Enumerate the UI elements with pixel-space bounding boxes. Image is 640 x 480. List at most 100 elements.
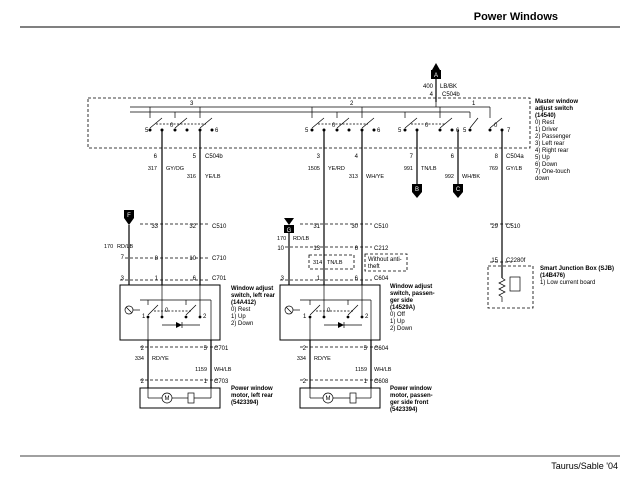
- right-switch-legend-1: 1) Up: [390, 319, 405, 325]
- left-motor-title-1: Power window: [231, 386, 273, 392]
- out4-circuit: 313: [349, 174, 358, 180]
- c701-label-upper: C701: [212, 276, 227, 282]
- out2-connector: C504b: [205, 154, 223, 160]
- option-314-box: [308, 254, 355, 270]
- right-switch-legend-0: 0) Off: [390, 312, 405, 318]
- out5-pin: 7: [410, 154, 414, 160]
- out4-pin: 4: [355, 154, 359, 160]
- left-lower-circuit-b: 1159: [195, 367, 207, 373]
- left-lower-pin-c: 2: [141, 379, 145, 385]
- out7-pin: 8: [495, 154, 499, 160]
- sjb-legend-0: 1) Low current board: [540, 280, 595, 286]
- svg-text:0: 0: [332, 123, 336, 129]
- out5-color: TN/LB: [421, 166, 437, 172]
- right-motor-title-2: motor, passen-: [390, 393, 433, 399]
- svg-text:1: 1: [303, 314, 307, 320]
- svg-text:0: 0: [165, 308, 169, 314]
- right-switch-legend-2: 2) Down: [390, 326, 412, 332]
- master-contact-group-3: 5 0 6 5 7 0: [398, 107, 511, 134]
- left-switch-title-1: Window adjust: [231, 286, 273, 292]
- out7-connector: C504a: [506, 154, 524, 160]
- c510-pin-31: 31: [313, 224, 320, 230]
- right-lower-connector2: C608: [374, 379, 389, 385]
- page-title: Power Windows: [474, 11, 558, 23]
- feed-circuit: 400: [423, 84, 434, 90]
- svg-text:5: 5: [145, 128, 149, 134]
- out3-circuit: 1505: [308, 166, 320, 172]
- right-switch-title-1: Window adjust: [390, 284, 432, 290]
- sjb-pin: 15: [491, 258, 498, 264]
- c710-pin-10: 10: [189, 256, 196, 262]
- c701-pin-1: 1: [155, 276, 159, 282]
- page-ref-g: [284, 225, 294, 233]
- c510-label-right: C510: [506, 224, 521, 230]
- svg-text:6) Down: 6) Down: [535, 162, 557, 168]
- out6-color: WH/BK: [462, 174, 480, 180]
- right-switch-title-2: switch, passen-: [390, 291, 435, 297]
- sjb-part: (14B476): [540, 273, 565, 279]
- out3-pin: 3: [317, 154, 321, 160]
- left-motor-letter: M: [165, 396, 170, 402]
- right-lower-color-a: RD/YE: [314, 356, 331, 362]
- out2-color: YE/LB: [205, 174, 221, 180]
- c510-pin-32: 32: [189, 224, 196, 230]
- feed-pin: 4: [430, 92, 434, 98]
- footer-model: Taurus/Sable '04: [551, 461, 618, 471]
- svg-text:7: 7: [507, 128, 511, 134]
- c510-label-mid: C510: [374, 224, 389, 230]
- svg-text:0: 0: [170, 123, 174, 129]
- svg-text:0: 0: [425, 123, 429, 129]
- svg-text:2) Passenger: 2) Passenger: [535, 134, 571, 140]
- c604-pin-6: 6: [355, 276, 359, 282]
- right-motor-title-1: Power window: [390, 386, 432, 392]
- out3-color: YE/RD: [328, 166, 345, 172]
- master-switch-box: [87, 97, 531, 149]
- out7-color: GY/LB: [506, 166, 523, 172]
- left-motor-title-2: motor, left rear: [231, 393, 274, 399]
- right-switch-part: (14529A): [390, 305, 415, 311]
- right-feed-color: RD/LB: [293, 236, 310, 242]
- right-lower-pin-b: 5: [364, 346, 368, 352]
- right-switch-title-3: ger side: [390, 298, 414, 304]
- c510-pin-33: 33: [151, 224, 158, 230]
- sjb-connector: C2280f: [506, 258, 526, 264]
- out1-color: GY/OG: [166, 166, 184, 172]
- page-ref-a-label: A: [434, 73, 438, 79]
- left-switch-part: (14A412): [231, 300, 256, 306]
- left-lower-circuit-a: 334: [135, 356, 144, 362]
- passenger-switch-box: [279, 284, 381, 341]
- page-ref-b: [412, 184, 422, 192]
- c510-pin-30: 30: [351, 224, 358, 230]
- left-switch-legend-0: 0) Rest: [231, 307, 251, 313]
- right-lower-pin-c: 2: [303, 379, 307, 385]
- c510-pin-29: 29: [491, 224, 498, 230]
- feed-connector: C504b: [442, 92, 460, 98]
- c701-pin-3: 3: [121, 276, 125, 282]
- c710-label: C710: [212, 256, 227, 262]
- right-lower-color-b: WH/LB: [374, 367, 392, 373]
- svg-text:0) Rest: 0) Rest: [535, 120, 555, 126]
- out5-circuit: 991: [404, 166, 413, 172]
- svg-text:6: 6: [215, 128, 219, 134]
- right-lower-pin-a: 2: [303, 346, 307, 352]
- c510-label-left: C510: [212, 224, 227, 230]
- left-lower-pin-b: 5: [204, 346, 208, 352]
- page-ref-a: [431, 70, 441, 79]
- left-lower-pin-a: 2: [141, 346, 145, 352]
- left-lower-connector: C701: [214, 346, 229, 352]
- c604-pin-1: 1: [317, 276, 321, 282]
- left-rear-motor-box: [139, 387, 221, 409]
- svg-text:5: 5: [398, 128, 402, 134]
- svg-text:2: 2: [203, 314, 207, 320]
- c701-pin-6: 6: [193, 276, 197, 282]
- right-motor-part: (5423394): [390, 407, 417, 413]
- left-switch-legend-2: 2) Down: [231, 321, 253, 327]
- page-ref-c-label: C: [456, 187, 461, 193]
- master-switch-part: (14540): [535, 113, 556, 119]
- c212-pin-13: 13: [313, 246, 320, 252]
- right-lower-circuit-a: 334: [297, 356, 306, 362]
- bus-label-1: 1: [472, 101, 476, 107]
- c212-pin-6: 6: [355, 246, 359, 252]
- left-feed-circuit: 170: [104, 244, 113, 250]
- left-switch-title-2: switch, left rear: [231, 293, 276, 299]
